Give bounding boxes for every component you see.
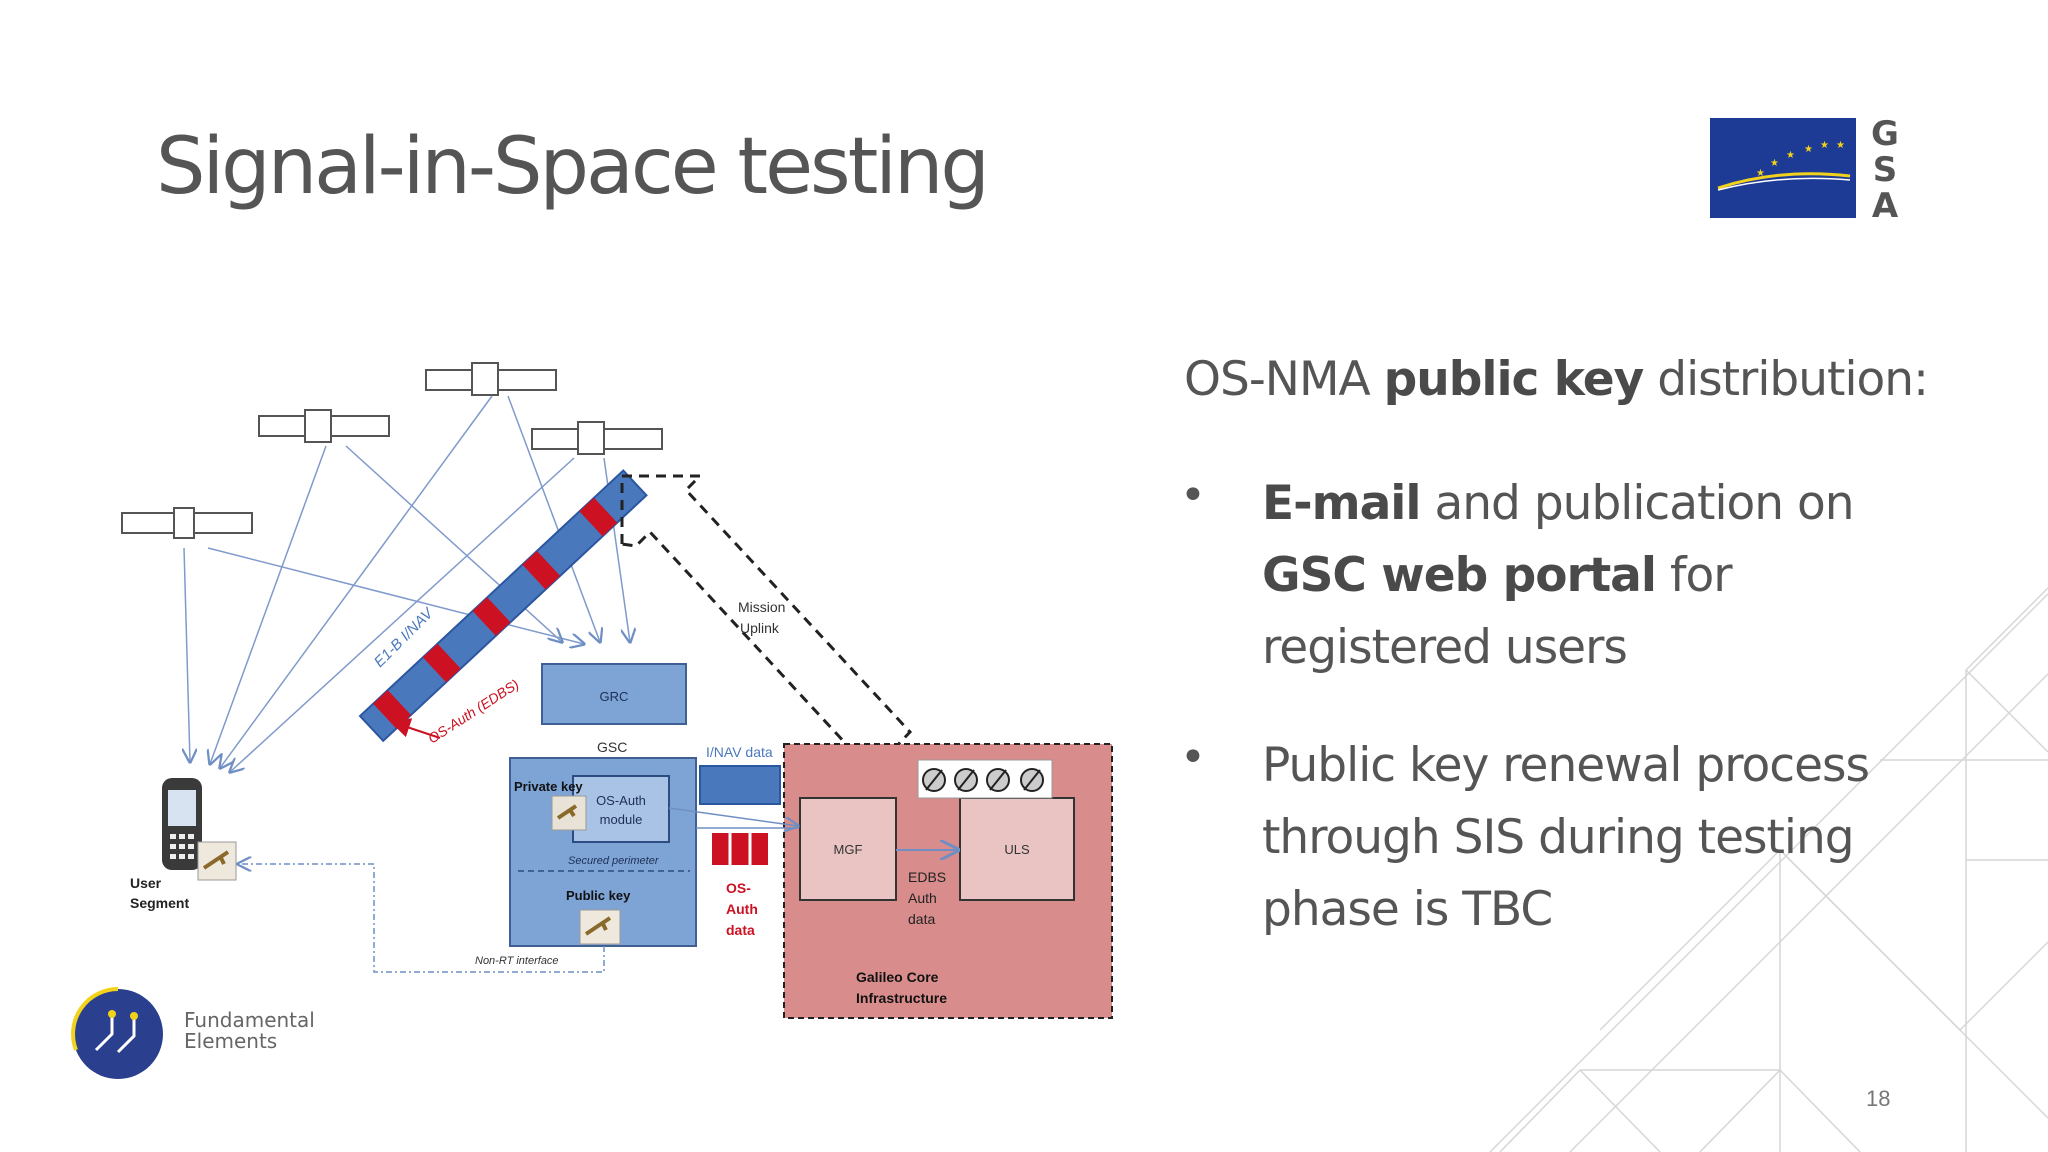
inav-data-label: I/NAV data: [706, 744, 773, 760]
osauth-data-label-1: OS-: [726, 880, 751, 896]
uls-label: ULS: [1004, 842, 1030, 857]
bullet-2-line-3: phase is TBC: [1262, 882, 1553, 937]
bullet-1-plain-1: and publication on: [1420, 476, 1854, 531]
lead-plain: OS-NMA: [1184, 352, 1384, 407]
osauth-data-label-3: data: [726, 922, 755, 938]
svg-text:★: ★: [1756, 168, 1765, 179]
logo-letter-g: G: [1871, 114, 1899, 154]
mission-label-2: Uplink: [740, 620, 780, 636]
lead-line: OS-NMA public key distribution:: [1184, 352, 1929, 407]
satellite-1: [121, 507, 253, 539]
osauth-module-label-1: OS-Auth: [596, 793, 646, 808]
galileo-label-1: Galileo Core: [856, 969, 939, 985]
mgf-box: [799, 797, 897, 901]
osauth-data-block: [710, 831, 770, 867]
bullet-1-bold-2: GSC web portal: [1262, 548, 1657, 603]
edbs-label-2: Auth: [908, 890, 937, 906]
user-segment-label-2: Segment: [130, 895, 189, 911]
osauth-module-label-2: module: [600, 812, 643, 827]
svg-text:★: ★: [1836, 140, 1845, 151]
nonrt-label: Non-RT interface: [475, 955, 559, 967]
mission-uplink-arrow: [620, 474, 913, 775]
logo-letter-a: A: [1871, 186, 1899, 226]
grc-label: GRC: [600, 689, 629, 704]
logo-letter-s: S: [1872, 150, 1898, 190]
bullet-1-bold-1: E-mail: [1262, 476, 1422, 531]
mission-label-1: Mission: [738, 599, 785, 615]
public-key-label: Public key: [566, 888, 631, 903]
edbs-label-1: EDBS: [908, 869, 946, 885]
bullet-dot-1: •: [1180, 470, 1206, 521]
edbs-label-3: data: [908, 911, 935, 927]
lead-tail: distribution:: [1643, 352, 1929, 407]
slide-title: Signal-in-Space testing: [156, 122, 990, 212]
antenna-icons: [917, 759, 1053, 799]
inav-data-box: [699, 765, 781, 805]
svg-text:★: ★: [1804, 144, 1813, 155]
satellite-4: [531, 421, 663, 455]
fe-line-1: Fundamental: [184, 1008, 315, 1032]
svg-text:★: ★: [1820, 140, 1829, 151]
svg-text:★: ★: [1770, 158, 1779, 169]
satellite-2: [258, 409, 390, 443]
satellite-3: [425, 362, 557, 396]
bullet-2-line-1: Public key renewal process: [1262, 738, 1870, 793]
bullet-2: Public key renewal process through SIS d…: [1262, 730, 1870, 946]
gsc-label: GSC: [597, 739, 627, 755]
svg-text:★: ★: [1786, 150, 1795, 161]
grc-box: [541, 663, 687, 725]
bullet-dot-2: •: [1180, 732, 1206, 783]
galileo-label-2: Infrastructure: [856, 990, 947, 1006]
gsa-letters: G S A: [1870, 116, 1900, 224]
private-key-label: Private key: [514, 779, 583, 794]
phone-icon: [162, 778, 202, 870]
mgf-label: MGF: [834, 842, 863, 857]
bullet-1-line-3: registered users: [1262, 620, 1628, 675]
bullet-1-plain-2: for: [1656, 548, 1733, 603]
eu-flag-logo: ★ ★ ★ ★ ★ ★: [1710, 118, 1856, 218]
lead-bold: public key: [1383, 352, 1645, 407]
secured-perimeter-label: Secured perimeter: [568, 855, 660, 867]
page-number: 18: [1866, 1086, 1891, 1111]
bullet-1: E-mail and publication on GSC web portal…: [1262, 468, 1855, 684]
fe-line-2: Elements: [184, 1029, 278, 1053]
uls-box: [959, 797, 1075, 901]
bullet-2-line-2: through SIS during testing: [1262, 810, 1855, 865]
inav-band: [358, 469, 648, 743]
fundamental-elements-logo: [71, 987, 163, 1079]
user-segment-label-1: User: [130, 875, 162, 891]
osauth-module-box: [572, 775, 670, 843]
fundamental-elements-text: Fundamental Elements: [184, 1010, 315, 1052]
osauth-data-label-2: Auth: [726, 901, 758, 917]
